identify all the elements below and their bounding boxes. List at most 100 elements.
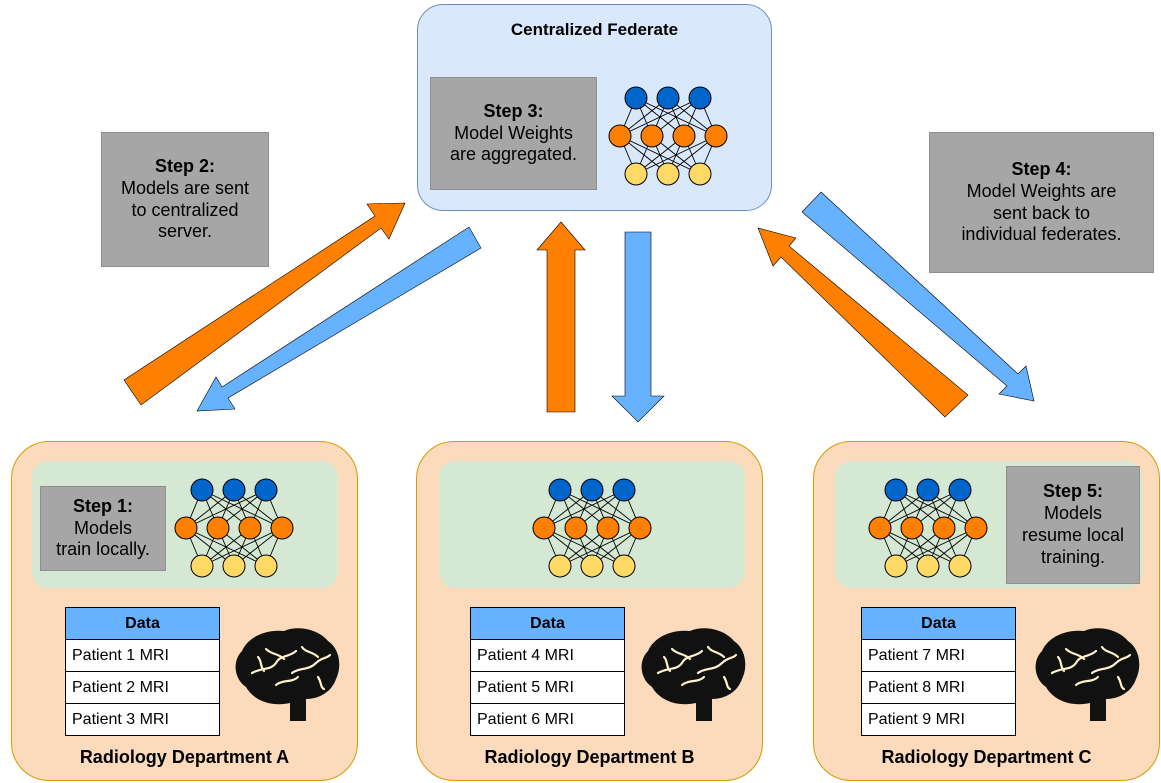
network-node [548, 478, 572, 502]
network-connection [879, 489, 961, 529]
network-node [564, 516, 588, 540]
network-connection [543, 489, 625, 529]
brain-shape [1035, 628, 1140, 721]
step-5-box: Step 5: Models resume local training. [1006, 466, 1140, 584]
step-3-line-2: are aggregated. [449, 144, 578, 165]
step-2-line-1: Models are sent [120, 177, 250, 198]
step-2-box: Step 2: Models are sent to centralized s… [101, 132, 269, 267]
network-node [704, 124, 728, 148]
step-4-line-1: Model Weights are [966, 180, 1117, 201]
network-node [964, 516, 988, 540]
step-4-line-2: sent back to [992, 202, 1091, 223]
network-node [222, 478, 246, 502]
brain-silhouette [235, 628, 340, 721]
step-5-line-2: resume local [1021, 525, 1125, 545]
step-1-title: Step 1: [72, 495, 133, 516]
step-5-line-1: Models [1043, 503, 1103, 524]
table-header: Data [470, 607, 625, 640]
department-b-neural-network-icon [532, 478, 652, 578]
network-node [580, 478, 604, 502]
brain-silhouette [1035, 628, 1140, 721]
network-node [656, 162, 680, 186]
network-node [190, 478, 214, 502]
network-node [688, 86, 712, 110]
table-row: Patient 5 MRI [470, 671, 625, 704]
network-connection [185, 489, 267, 529]
network-node [884, 478, 908, 502]
step-1-line-1: Models [73, 517, 133, 538]
centralized-federate-title: Centralized Federate [510, 20, 679, 39]
step-2-title: Step 2: [154, 155, 215, 176]
department-a-label: Radiology Department A [79, 747, 290, 767]
network-node [624, 162, 648, 186]
network-node [238, 516, 262, 540]
brain-fold [696, 653, 738, 675]
network-node [190, 554, 214, 578]
department-b-data-table: Data Patient 4 MRI Patient 5 MRI Patient… [470, 607, 625, 736]
brain-fold [1056, 655, 1066, 673]
network-connection [619, 97, 701, 137]
table-row: Patient 9 MRI [861, 703, 1016, 736]
brain-fold [722, 675, 732, 691]
brain-fold [274, 675, 300, 687]
table-row: Patient 4 MRI [470, 639, 625, 672]
network-node [656, 86, 680, 110]
network-node [254, 478, 278, 502]
brain-fold [1116, 675, 1126, 691]
network-node [916, 554, 940, 578]
network-connection [635, 135, 717, 175]
network-node [580, 554, 604, 578]
brain-fold [1100, 645, 1120, 659]
network-node [672, 124, 696, 148]
step-5-title: Step 5: [1042, 481, 1103, 502]
step-4-line-3: individual federates. [961, 224, 1122, 245]
step-2-line-3: server. [157, 221, 213, 242]
step-4-title: Step 4: [1011, 158, 1072, 179]
step-3-line-1: Model Weights [454, 122, 573, 143]
central-neural-network-icon [608, 86, 728, 186]
brain-fold [1090, 653, 1132, 675]
step-4-box: Step 4: Model Weights are sent back to i… [929, 132, 1154, 273]
brain-fold [706, 645, 726, 659]
network-node [612, 478, 636, 502]
download-arrow-b [611, 231, 665, 423]
department-a-data-table: Data Patient 1 MRI Patient 2 MRI Patient… [65, 607, 220, 736]
network-connection [895, 527, 977, 567]
network-node [532, 516, 556, 540]
network-node [206, 516, 230, 540]
table-header: Data [65, 607, 220, 640]
network-node [624, 86, 648, 110]
step-1-box: Step 1: Models train locally. [40, 486, 166, 571]
upload-arrow-c [757, 227, 969, 418]
brain-fold [662, 655, 672, 673]
table-row: Patient 1 MRI [65, 639, 220, 672]
table-header: Data [861, 607, 1016, 640]
brain-fold [300, 645, 320, 659]
brain-fold [316, 675, 326, 691]
step-1-line-2: train locally. [56, 539, 150, 560]
network-connection [559, 527, 641, 567]
brain-fold [680, 675, 706, 687]
upload-arrow-b [536, 221, 586, 413]
step-5-line-3: training. [1040, 546, 1106, 567]
brain-fold [264, 647, 286, 661]
network-node [628, 516, 652, 540]
network-node [612, 554, 636, 578]
department-c-data-table: Data Patient 7 MRI Patient 8 MRI Patient… [861, 607, 1016, 736]
table-row: Patient 6 MRI [470, 703, 625, 736]
download-arrow-c [801, 191, 1035, 402]
network-node [688, 162, 712, 186]
network-node [884, 554, 908, 578]
network-connection [201, 527, 283, 567]
network-node [254, 554, 278, 578]
brain-fold [250, 649, 298, 675]
table-row: Patient 8 MRI [861, 671, 1016, 704]
network-node [900, 516, 924, 540]
network-node [932, 516, 956, 540]
department-c-label: Radiology Department C [881, 747, 1092, 767]
brain-fold [290, 653, 332, 675]
department-a-brain-icon [235, 628, 340, 721]
network-node [596, 516, 620, 540]
brain-fold [670, 647, 692, 661]
